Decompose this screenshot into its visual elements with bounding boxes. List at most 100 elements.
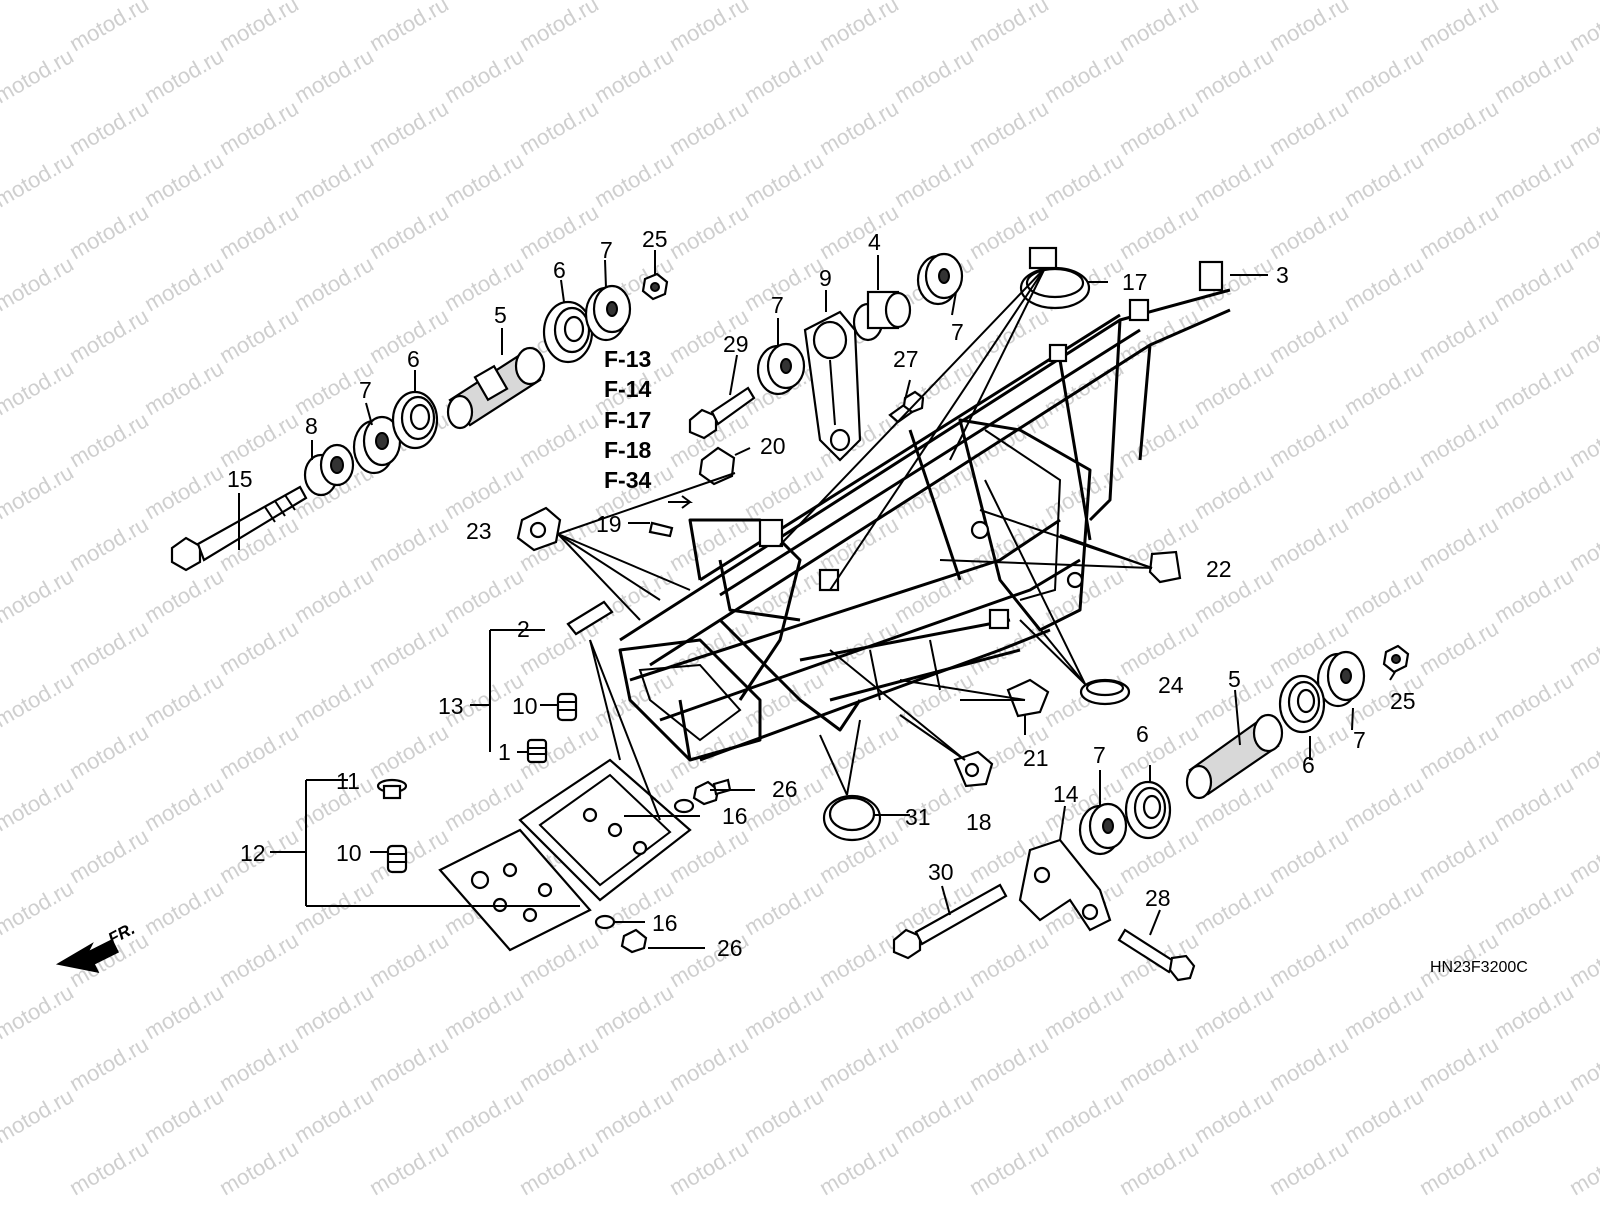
watermark-text: motod.ru — [590, 1083, 678, 1148]
bracket-14-icon — [1018, 838, 1112, 932]
bearing-6-icon — [391, 390, 439, 450]
watermark-text: motod.ru — [1115, 95, 1203, 160]
watermark-text: motod.ru — [440, 251, 528, 316]
pad-2-icon — [566, 600, 614, 636]
callout-23: 23 — [466, 518, 492, 544]
watermark-text: motod.ru — [365, 199, 453, 264]
watermark-text: motod.ru — [590, 0, 678, 4]
watermark-text: motod.ru — [815, 1031, 903, 1096]
watermark-text: motod.ru — [290, 43, 378, 108]
watermark-text: motod.ru — [65, 303, 153, 368]
pivot-5b-icon — [1185, 713, 1284, 800]
watermark-text: motod.ru — [440, 147, 528, 212]
reference-code-f17[interactable]: F-17 — [604, 407, 651, 433]
watermark-text: motod.ru — [215, 303, 303, 368]
reference-code-f34[interactable]: F-34 — [604, 467, 652, 493]
watermark-text: motod.ru — [740, 1083, 828, 1148]
watermark-text: motod.ru — [665, 1135, 753, 1200]
watermark-text: motod.ru — [1115, 1031, 1203, 1096]
watermark-text: motod.ru — [965, 1135, 1053, 1200]
watermark-text: motod.ru — [1490, 563, 1578, 628]
watermark-text: motod.ru — [1490, 147, 1578, 212]
callout-6c: 6 — [1136, 721, 1149, 747]
watermark-text: motod.ru — [0, 875, 78, 940]
watermark-text: motod.ru — [1040, 147, 1128, 212]
bushing-7f-icon — [1078, 802, 1128, 856]
bolt-29-icon — [688, 386, 756, 440]
grommet-10b-icon — [386, 844, 408, 874]
watermark-text: motod.ru — [1115, 1135, 1203, 1200]
bearing-6d-icon — [1124, 780, 1172, 840]
watermark-text: motod.ru — [1490, 43, 1578, 108]
watermark-text: motod.ru — [0, 563, 78, 628]
callout-5b: 5 — [1228, 666, 1241, 692]
watermark-text: motod.ru — [440, 0, 528, 4]
clip-21-icon — [1006, 678, 1050, 718]
collar-8-icon — [303, 443, 355, 497]
watermark-text: motod.ru — [140, 771, 228, 836]
callout-25a: 25 — [642, 226, 668, 252]
watermark-text: motod.ru — [815, 199, 903, 264]
callout-24: 24 — [1158, 672, 1184, 698]
callout-12: 12 — [240, 840, 266, 866]
watermark-text: motod.ru — [1340, 459, 1428, 524]
watermark-text: motod.ru — [140, 251, 228, 316]
watermark-text: motod.ru — [290, 0, 378, 4]
callout-27: 27 — [893, 346, 919, 372]
callout-11: 11 — [336, 768, 360, 794]
watermark-text: motod.ru — [1415, 407, 1503, 472]
watermark-text: motod.ru — [215, 407, 303, 472]
watermark-text: motod.ru — [1340, 355, 1428, 420]
callout-5a: 5 — [494, 302, 507, 328]
watermark-text: motod.ru — [1415, 719, 1503, 784]
callout-2: 2 — [517, 616, 530, 642]
watermark-text: motod.ru — [215, 95, 303, 160]
watermark-text: motod.ru — [590, 147, 678, 212]
watermark-text: motod.ru — [665, 719, 753, 784]
bolt-15-icon — [170, 485, 308, 572]
plug-11-icon — [376, 778, 408, 800]
watermark-text: motod.ru — [1265, 95, 1353, 160]
callout-26b: 26 — [717, 935, 743, 961]
watermark-text: motod.ru — [1340, 771, 1428, 836]
watermark-text: motod.ru — [1565, 1135, 1600, 1200]
clamp-18-icon — [953, 750, 994, 788]
watermark-text: motod.ru — [590, 979, 678, 1044]
reference-code-f14[interactable]: F-14 — [604, 376, 652, 402]
watermark-text: motod.ru — [215, 0, 303, 56]
watermark-text: motod.ru — [1040, 979, 1128, 1044]
watermark-text: motod.ru — [140, 563, 228, 628]
watermark-text: motod.ru — [0, 667, 78, 732]
watermark-text: motod.ru — [65, 823, 153, 888]
watermark-text: motod.ru — [440, 1083, 528, 1148]
watermark-text: motod.ru — [740, 875, 828, 940]
watermark-text: motod.ru — [440, 979, 528, 1044]
watermark-text: motod.ru — [1340, 563, 1428, 628]
reference-code-f18[interactable]: F-18 — [604, 437, 652, 463]
callout-18: 18 — [966, 809, 992, 835]
watermark-text: motod.ru — [740, 43, 828, 108]
callout-16a: 16 — [722, 803, 748, 829]
callout-3: 3 — [1276, 262, 1289, 288]
watermark-text: motod.ru — [440, 563, 528, 628]
watermark-text: motod.ru — [0, 0, 78, 4]
watermark-text: motod.ru — [740, 0, 828, 4]
watermark-text: motod.ru — [1190, 875, 1278, 940]
watermark-text: motod.ru — [1115, 0, 1203, 56]
watermark-text: motod.ru — [1490, 1083, 1578, 1148]
watermark-text: motod.ru — [65, 1135, 153, 1200]
nut-25b-icon — [1382, 644, 1410, 674]
grommet-1-icon — [526, 738, 548, 764]
watermark-text: motod.ru — [1490, 459, 1578, 524]
callout-7b: 7 — [359, 377, 372, 403]
reference-code-f13[interactable]: F-13 — [604, 346, 651, 372]
bearing-4-icon — [852, 290, 912, 342]
watermark-text: motod.ru — [1265, 0, 1353, 56]
watermark-text: motod.ru — [1415, 1135, 1503, 1200]
watermark-text: motod.ru — [1265, 1135, 1353, 1200]
watermark-text: motod.ru — [1340, 979, 1428, 1044]
watermark-text: motod.ru — [215, 719, 303, 784]
callout-21: 21 — [1023, 745, 1049, 771]
watermark-text: motod.ru — [1115, 199, 1203, 264]
watermark-text: motod.ru — [1190, 563, 1278, 628]
